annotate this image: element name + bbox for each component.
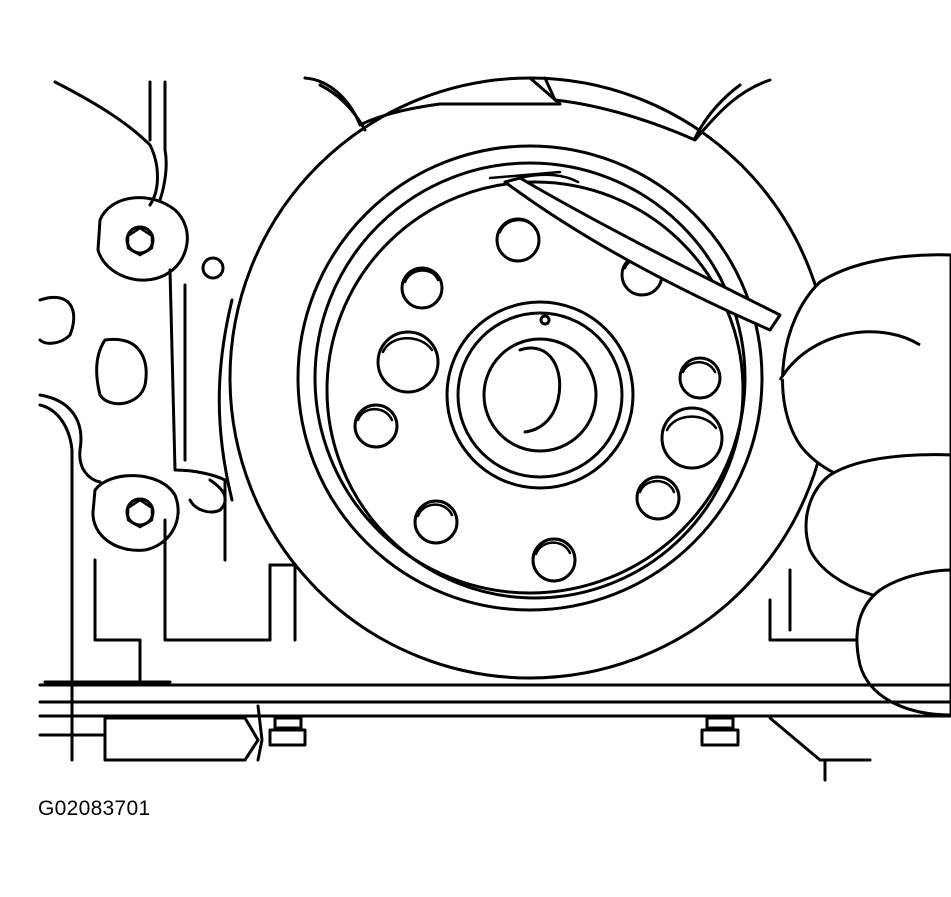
bolt-hole — [660, 406, 724, 470]
seal-housing — [217, 76, 862, 680]
pry-tool — [488, 170, 782, 332]
oil-pan-flange — [38, 683, 951, 782]
engine-block-left — [38, 80, 272, 762]
bolt-hole — [635, 475, 681, 521]
upper-bolt — [96, 196, 225, 282]
bolt-hole — [400, 266, 444, 310]
bolt-hole — [678, 356, 722, 400]
bolt-hole — [531, 537, 577, 583]
bolt-hole — [376, 330, 440, 394]
crank-flange — [325, 180, 745, 600]
bolt-hole — [353, 403, 399, 449]
bolt-hole — [495, 217, 541, 263]
bolt-hole — [413, 499, 459, 545]
bolt-holes — [353, 217, 724, 583]
pan-bolt — [700, 716, 740, 747]
pan-bolt — [268, 716, 307, 747]
right-bosses — [778, 253, 951, 717]
lower-bolt — [91, 474, 180, 552]
figure-id-label: G02083701 — [38, 797, 151, 820]
